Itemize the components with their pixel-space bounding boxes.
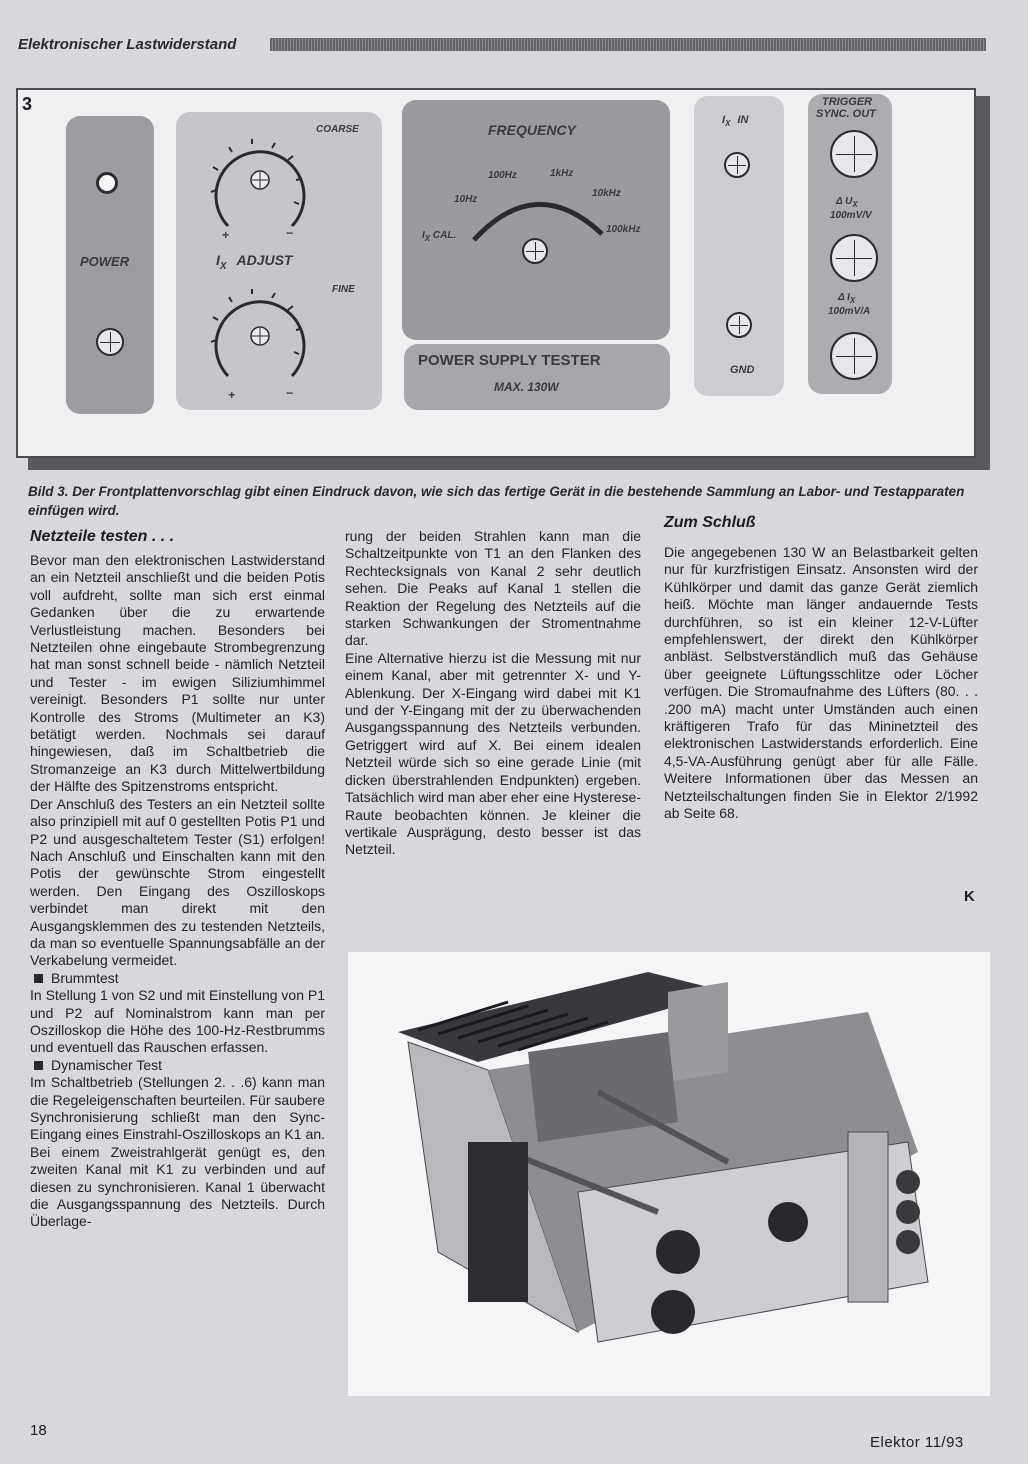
paragraph: rung der beiden Strahlen kann man die Sc… [345,528,641,649]
di-label: Δ IX [838,292,856,305]
fine-label: FINE [332,284,355,295]
freq-mark: 100kHz [606,224,641,235]
paragraph: In Stellung 1 von S2 und mit Einstellung… [30,987,325,1056]
coarse-label: COARSE [316,124,359,135]
running-title: Elektronischer Lastwiderstand [18,36,237,53]
frequency-title: FREQUENCY [488,122,576,138]
section-title: Zum Schluß [664,514,756,531]
end-mark-icon: K [964,888,975,905]
text-column-1: Bevor man den elektronischen Lastwiderst… [30,552,325,1231]
freq-mark: 10Hz [454,194,478,205]
trigger-label: TRIGGER [822,96,873,108]
paragraph: Eine Alternative hierzu ist die Messung … [345,649,641,858]
ix-cal-label: IX CAL. [422,230,457,243]
text-column-2: rung der beiden Strahlen kann man die Sc… [345,528,641,859]
paragraph: Die angegebenen 130 W an Belastbarkeit g… [664,544,978,822]
bullet-heading: Brummtest [30,970,325,987]
sync-out-label: SYNC. OUT [816,108,876,120]
gnd-label: GND [730,364,755,376]
coarse-dial-icon [210,139,306,228]
tester-title: POWER SUPPLY TESTER [418,352,601,369]
magazine-issue: Elektor 11/93 [870,1434,964,1451]
ix-in-jack-icon [724,152,750,178]
freq-mark: 100Hz [488,170,517,181]
trigger-jack-icon [830,130,878,178]
bullet-heading: Dynamischer Test [30,1057,325,1074]
gnd-jack-icon [726,312,752,338]
bullet-icon [34,1060,43,1070]
ix-in-label: IX IN [722,114,749,129]
power-switch-icon [96,328,124,356]
tester-subtitle: MAX. 130W [494,380,559,394]
du-label: Δ UX [836,196,858,209]
freq-mark: 1kHz [550,168,574,179]
adjust-section [176,112,382,410]
paragraph: Im Schaltbetrieb (Stellungen 2. . .6) ka… [30,1074,325,1230]
freq-mark: 10kHz [592,188,621,199]
du-scale: 100mV/V [830,210,872,221]
frequency-section [402,100,670,340]
di-jack-icon [830,332,878,380]
panel-shadow [976,96,990,464]
frequency-scale-icon [472,201,604,242]
fine-dial-icon [210,289,306,378]
page-number: 18 [30,1422,47,1439]
du-jack-icon [830,234,878,282]
figure-caption: Bild 3. Der Frontplattenvorschlag gibt e… [28,484,965,518]
paragraph: Bevor man den elektronischen Lastwiderst… [30,552,325,795]
power-label: POWER [80,254,130,269]
section-title: Netzteile testen . . . [30,528,175,545]
panel-shadow [28,458,990,470]
ix-adjust-label: IX ADJUST [216,252,293,272]
header-rule [270,38,986,51]
paragraph: Der Anschluß des Testers an ein Netzteil… [30,795,325,969]
power-section [66,116,154,414]
power-led-icon [96,172,118,194]
text-column-3: Die angegebenen 130 W an Belastbarkeit g… [664,544,978,823]
device-photo [348,952,990,1396]
coarse-minus: − [286,226,294,240]
tester-label-section [404,344,670,410]
fine-minus: − [286,386,294,400]
di-scale: 100mV/A [828,306,871,317]
figure-number: 3 [22,94,33,114]
device-illustration [398,972,929,1343]
ix-section [694,96,784,396]
bullet-icon [34,973,43,983]
fine-plus: + [228,388,236,402]
frequency-knob-icon [522,238,548,264]
coarse-plus: + [222,228,230,242]
